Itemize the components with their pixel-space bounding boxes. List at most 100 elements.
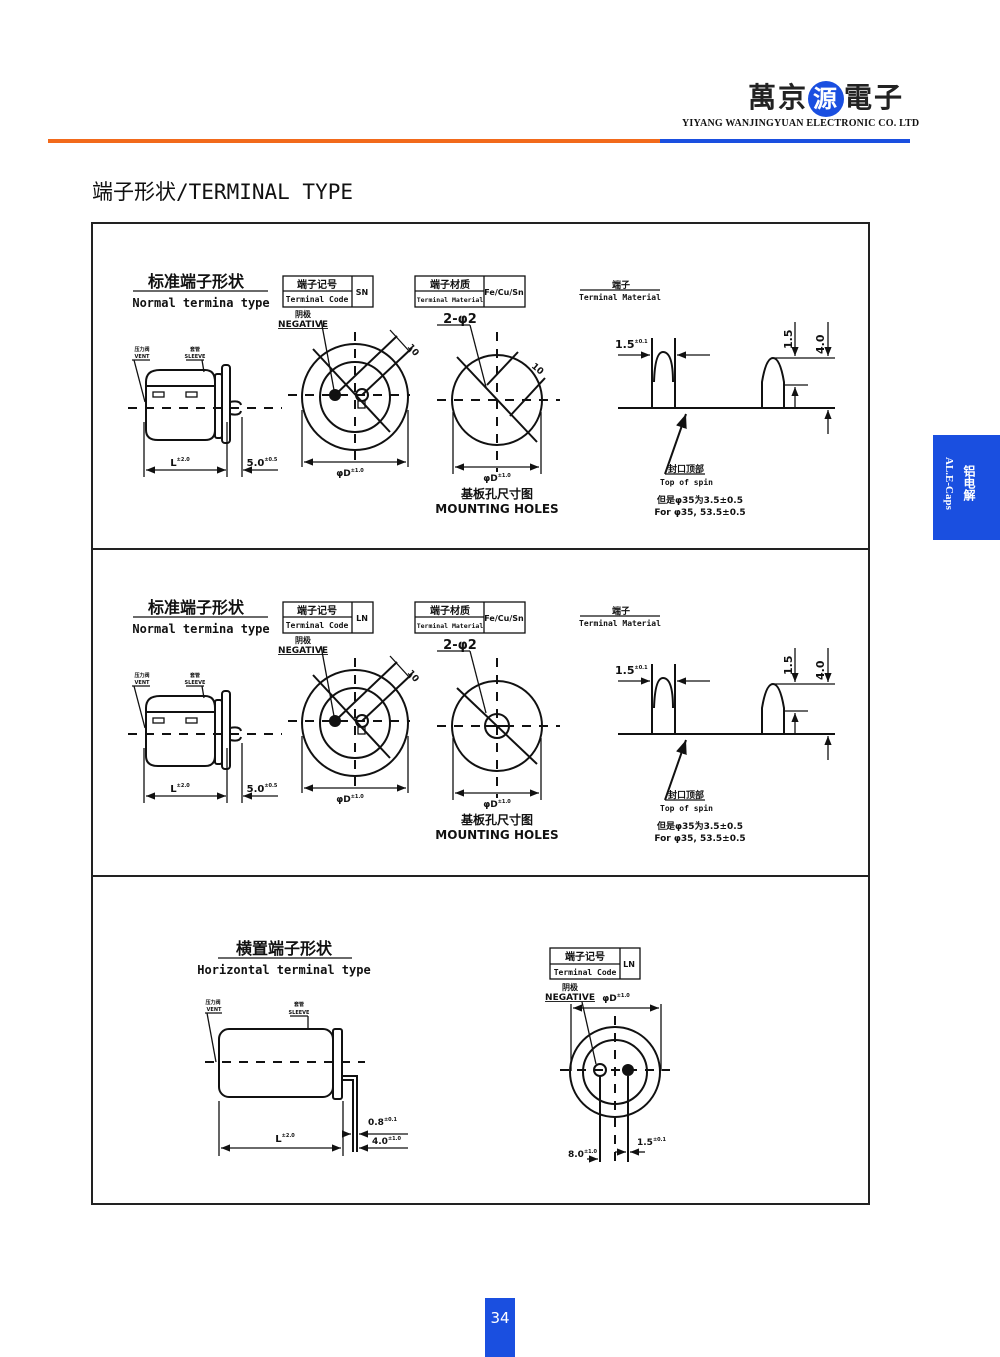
terminal-code-table: 端子记号 Terminal Code LN <box>282 601 374 634</box>
dim-0-8: 0.8±0.1 <box>368 1117 398 1128</box>
vent-cn: 压力阀 <box>134 346 149 353</box>
sleeve-cn: 套管 <box>294 1001 304 1008</box>
terminal-code: LN <box>623 960 635 969</box>
terminal-code: SN <box>356 288 368 297</box>
sleeve-en: SLEEVE <box>289 1010 310 1016</box>
terminal-material-table: 端子材质 Terminal Material Fe/Cu/Sn <box>414 275 526 308</box>
title-cn: 标准端子形状 <box>147 272 245 291</box>
note-en: For φ35, 53.5±0.5 <box>654 834 745 844</box>
side-tab-en: AL.E-Caps <box>943 457 955 510</box>
dim-l: L±2.0 <box>170 457 190 469</box>
dim-10-holes: 10 <box>529 362 545 378</box>
terminal-cn: 端子 <box>612 279 630 291</box>
title-cn: 标准端子形状 <box>147 598 245 617</box>
negative-cn: 阴极 <box>295 309 311 319</box>
dim-4-0-vertical: 4.0 <box>814 660 827 680</box>
side-view-capacitor: 压力阀 VENT 套管 SLEEVE L±2.0 5.0±0.5 <box>128 672 282 803</box>
spin-en: Top of spin <box>660 477 713 487</box>
dim-d: φD±1.0 <box>336 794 364 805</box>
negative-cn: 阴极 <box>295 635 311 645</box>
dim-1-5: 1.5±0.1 <box>615 664 648 677</box>
terminal-en: Terminal Material <box>579 292 661 302</box>
code-label-en: Terminal Code <box>554 967 617 977</box>
code-label-en: Terminal Code <box>286 620 349 630</box>
sleeve-cn: 套管 <box>190 346 200 353</box>
terminal-cn: 端子 <box>612 605 630 617</box>
sleeve-en: SLEEVE <box>185 354 206 360</box>
negative-en: NEGATIVE <box>278 646 328 656</box>
spin-cn: 封口顶部 <box>668 463 704 475</box>
title-cn: 横置端子形状 <box>236 939 333 958</box>
dim-4-0-vertical: 4.0 <box>814 334 827 354</box>
front-view-capacitor: φD±1.0 8.0±1.0 1.5±0.1 <box>560 993 670 1163</box>
side-view-capacitor: 压力阀 VENT 套管 SLEEVE L±2.0 0.8±0.1 4.0±1.0 <box>205 999 408 1156</box>
vent-cn: 压力阀 <box>134 672 149 679</box>
dim-10: 10 <box>405 343 421 359</box>
page-number: 34 <box>485 1298 515 1357</box>
material-label-cn: 端子材质 <box>430 278 470 291</box>
dim-d-holes: φD±1.0 <box>483 799 511 810</box>
title-en: Normal termina type <box>132 622 269 636</box>
spin-en: Top of spin <box>660 803 713 813</box>
company-name: YIYANG WANJINGYUAN ELECTRONIC CO. LTD <box>682 118 920 129</box>
dim-l: L±2.0 <box>170 783 190 795</box>
header-rule-blue <box>660 139 910 143</box>
title-en: Normal termina type <box>132 296 269 310</box>
section-side-tab: 铝电解 AL.E-Caps <box>933 435 1000 540</box>
terminal-material: Fe/Cu/Sn <box>484 614 524 623</box>
terminal-material-table: 端子材质 Terminal Material Fe/Cu/Sn <box>414 601 526 634</box>
code-label-en: Terminal Code <box>286 294 349 304</box>
panel-horizontal: 横置端子形状 Horizontal terminal type 压力阀 VENT… <box>91 876 870 1203</box>
code-label-cn: 端子记号 <box>297 604 337 617</box>
holes-spec: 2-φ2 <box>443 638 477 653</box>
mounting-cn: 基板孔尺寸图 <box>460 486 533 501</box>
logo-text: 電子 <box>844 81 905 114</box>
side-view-capacitor: 压力阀 VENT 套管 SLEEVE L±2.0 5.0±0.5 <box>128 346 282 477</box>
negative-cn: 阴极 <box>562 982 578 992</box>
terminal-profile-drawing: 端子 Terminal Material 1.5±0.1 1.5 4.0 封口顶… <box>579 605 835 844</box>
negative-en: NEGATIVE <box>545 993 595 1003</box>
negative-en: NEGATIVE <box>278 320 328 330</box>
terminal-code-table: 端子记号 Terminal Code LN <box>549 947 641 980</box>
vent-en: VENT <box>135 354 150 360</box>
dim-1-5: 1.5±0.1 <box>637 1137 667 1148</box>
sleeve-en: SLEEVE <box>185 680 206 686</box>
terminal-en: Terminal Material <box>579 618 661 628</box>
dim-1-5: 1.5±0.1 <box>615 338 648 351</box>
mounting-holes-drawing: 10 φD±1.0 基板孔尺寸图 MOUNTING HOLES <box>435 324 560 516</box>
terminal-code-table: 端子记号 Terminal Code SN <box>282 275 374 308</box>
note-en: For φ35, 53.5±0.5 <box>654 508 745 518</box>
page-title: 端子形状/TERMINAL TYPE <box>92 180 354 204</box>
vent-en: VENT <box>207 1007 222 1013</box>
terminal-material: Fe/Cu/Sn <box>484 288 524 297</box>
dim-8-0: 8.0±1.0 <box>568 1149 598 1160</box>
company-logo: 萬京源電子 <box>748 76 904 117</box>
code-label-cn: 端子记号 <box>565 950 605 963</box>
dim-d: φD±1.0 <box>602 993 630 1004</box>
note-cn: 但是φ35为3.5±0.5 <box>656 820 743 832</box>
dim-d-holes: φD±1.0 <box>483 473 511 484</box>
terminal-code: LN <box>356 614 368 623</box>
material-label-en: Terminal Material <box>417 622 484 630</box>
terminal-drawing: 标准端子形状 Normal termina type 端子记号 Terminal… <box>128 272 835 518</box>
side-tab-cn: 铝电解 <box>962 465 976 501</box>
dim-10: 10 <box>405 669 421 685</box>
material-label-cn: 端子材质 <box>430 604 470 617</box>
spin-cn: 封口顶部 <box>668 789 704 801</box>
mounting-cn: 基板孔尺寸图 <box>460 812 533 827</box>
note-cn: 但是φ35为3.5±0.5 <box>656 494 743 506</box>
terminal-drawing: 标准端子形状 Normal termina type 端子记号 Terminal… <box>128 598 835 844</box>
material-label-en: Terminal Material <box>417 296 484 304</box>
dim-1-5-vertical: 1.5 <box>782 656 795 676</box>
logo-text: 萬京 <box>748 81 809 114</box>
panel-normal-sn: 标准端子形状 Normal termina type 端子记号 Terminal… <box>91 222 870 549</box>
dim-l: L±2.0 <box>275 1133 295 1145</box>
title-en: Horizontal terminal type <box>197 963 370 977</box>
sleeve-cn: 套管 <box>190 672 200 679</box>
drawing-frame <box>91 222 870 1205</box>
dim-1-5-vertical: 1.5 <box>782 330 795 350</box>
top-view-capacitor: 10 φD±1.0 <box>288 645 421 805</box>
logo-circle-char: 源 <box>808 81 845 117</box>
vent-en: VENT <box>135 680 150 686</box>
panel-divider <box>91 875 868 877</box>
